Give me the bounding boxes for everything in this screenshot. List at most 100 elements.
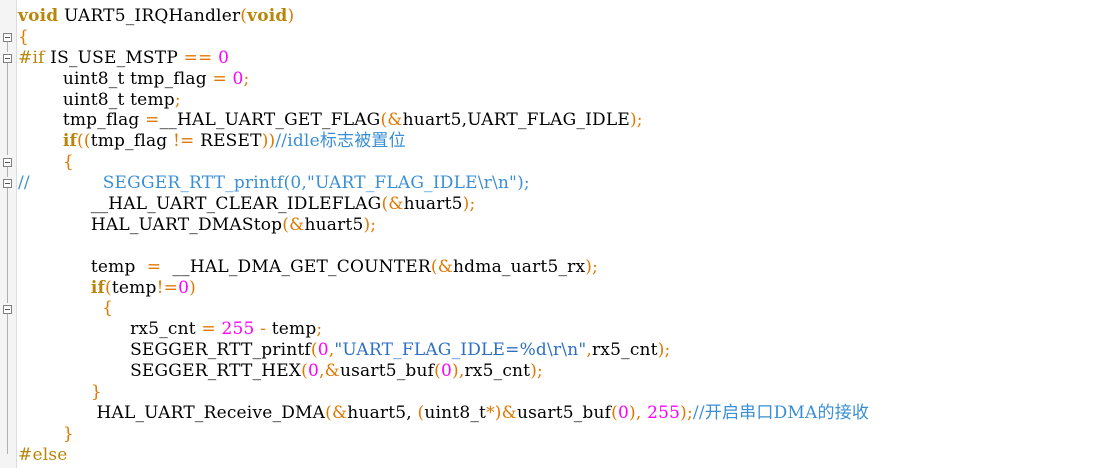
code-line[interactable]: if((tmp_flag != RESET))//idle标志被置位 — [18, 131, 1116, 152]
operator-token: ; — [243, 68, 250, 89]
code-token: __HAL_UART_GET_FLAG — [159, 110, 381, 131]
code-line[interactable]: } — [18, 424, 1116, 445]
code-line[interactable]: #else — [18, 445, 1116, 466]
fold-collapse-icon[interactable] — [3, 54, 12, 63]
operator-token: ( — [105, 277, 112, 298]
code-line[interactable]: __HAL_UART_CLEAR_IDLEFLAG(&huart5); — [18, 194, 1116, 215]
operator-token: (& — [430, 256, 454, 277]
operator-token: { — [102, 298, 114, 319]
code-token: usart5_buf — [516, 402, 612, 423]
code-token: HAL_UART_Receive_DMA — [18, 402, 326, 423]
operator-token: ; — [316, 319, 323, 340]
code-token: hdma_uart5_rx — [453, 256, 586, 277]
number-token: 0 — [232, 68, 244, 89]
code-line[interactable]: } — [18, 382, 1116, 403]
fold-guide-line — [7, 63, 8, 155]
code-token: uint8_t — [424, 402, 487, 423]
code-line[interactable]: HAL_UART_DMAStop(&huart5); — [18, 215, 1116, 236]
operator-token: ); — [363, 214, 377, 235]
number-token: 255 — [647, 402, 681, 423]
comment-token: //开启串口DMA的接收 — [692, 402, 870, 423]
operator-token: ); — [680, 402, 693, 423]
fold-gutter — [0, 0, 17, 468]
code-token: SEGGER_RTT_HEX — [18, 361, 302, 382]
number-token: 255 — [221, 319, 255, 340]
code-line[interactable]: void UART5_IRQHandler(void) — [18, 6, 1116, 27]
operator-token: != — [172, 131, 195, 152]
operator-token: ; — [174, 89, 181, 110]
operator-token: ( — [301, 361, 308, 382]
number-token: 0 — [618, 402, 630, 423]
code-line[interactable]: uint8_t temp; — [18, 90, 1116, 111]
comment-token: // SEGGER_RTT_printf(0,"UART_FLAG_IDLE\r… — [18, 173, 530, 194]
operator-token: (& — [282, 214, 305, 235]
string-token: "UART_FLAG_IDLE=%d\r\n" — [334, 340, 587, 361]
keyword-token: void — [18, 6, 59, 26]
code-token: IS_USE_MSTP — [44, 47, 184, 68]
operator-token: ); — [462, 194, 476, 215]
code-token: SEGGER_RTT_printf — [18, 340, 311, 361]
code-line[interactable]: uint8_t tmp_flag = 0; — [18, 69, 1116, 90]
code-token: UART5_IRQHandler — [58, 6, 241, 26]
code-token — [18, 152, 63, 172]
operator-token: (& — [380, 110, 403, 131]
preprocessor-token: #if — [18, 47, 45, 68]
operator-token: ,& — [319, 361, 340, 382]
code-token: uint8_t tmp_flag — [18, 68, 213, 89]
operator-token: ) — [189, 277, 196, 298]
code-token: huart5 — [403, 194, 463, 215]
operator-token: ); — [657, 340, 671, 361]
code-token — [18, 278, 91, 298]
code-line[interactable]: { — [18, 152, 1116, 173]
code-line[interactable]: temp = __HAL_DMA_GET_COUNTER(&hdma_uart5… — [18, 257, 1116, 278]
operator-token: ( — [611, 402, 619, 423]
operator-token: ( — [310, 340, 318, 361]
number-token: 0 — [317, 340, 329, 361]
code-line[interactable]: if(temp!=0) — [18, 278, 1116, 299]
operator-token: = — [212, 68, 227, 89]
fold-collapse-icon[interactable] — [3, 305, 12, 314]
code-line[interactable]: #if IS_USE_MSTP == 0 — [18, 48, 1116, 69]
code-content[interactable]: void UART5_IRQHandler(void){#if IS_USE_M… — [18, 6, 1116, 466]
comment-token: //idle标志被置位 — [275, 131, 406, 152]
code-line[interactable] — [18, 236, 1116, 257]
code-line[interactable]: { — [18, 27, 1116, 48]
code-line[interactable]: SEGGER_RTT_printf(0,"UART_FLAG_IDLE=%d\r… — [18, 340, 1116, 361]
keyword-token: if — [90, 277, 106, 298]
operator-token: (& — [325, 402, 348, 423]
operator-token: ( — [434, 361, 442, 382]
code-line[interactable]: tmp_flag =__HAL_UART_GET_FLAG(&huart5,UA… — [18, 110, 1116, 131]
operator-token: (( — [77, 131, 91, 152]
code-token: rx5_cnt — [464, 361, 531, 382]
fold-guide-line — [7, 42, 8, 52]
operator-token: ( — [240, 6, 248, 26]
operator-token: *)& — [486, 402, 517, 423]
code-token — [18, 424, 63, 444]
keyword-token: void — [247, 6, 288, 26]
code-line[interactable]: { — [18, 298, 1116, 319]
operator-token: != — [156, 277, 179, 298]
code-token — [18, 298, 102, 318]
code-line[interactable]: SEGGER_RTT_HEX(0,&usart5_buf(0),rx5_cnt)… — [18, 361, 1116, 382]
fold-collapse-icon[interactable] — [3, 33, 12, 42]
operator-token: ); — [530, 361, 543, 382]
fold-guide-line — [7, 188, 8, 303]
code-line[interactable]: rx5_cnt = 255 - temp; — [18, 319, 1116, 340]
fold-collapse-icon[interactable] — [3, 158, 12, 167]
number-token: 0 — [218, 47, 230, 68]
fold-guide-line — [7, 167, 8, 177]
operator-token: ( — [417, 402, 425, 423]
code-token: uint8_t temp — [18, 89, 175, 110]
code-token: HAL_UART_DMAStop — [18, 214, 283, 235]
code-token: tmp_flag — [90, 131, 173, 152]
operator-token: ); — [629, 110, 643, 131]
operator-token: (& — [381, 194, 404, 215]
code-line[interactable]: HAL_UART_Receive_DMA(&huart5, (uint8_t*)… — [18, 403, 1116, 424]
code-token: tmp_flag — [18, 110, 146, 131]
code-line[interactable]: // SEGGER_RTT_printf(0,"UART_FLAG_IDLE\r… — [18, 173, 1116, 194]
fold-collapse-icon[interactable] — [3, 179, 12, 188]
preprocessor-token: #else — [18, 444, 68, 465]
code-token: temp — [266, 319, 317, 340]
operator-token: { — [18, 26, 30, 47]
